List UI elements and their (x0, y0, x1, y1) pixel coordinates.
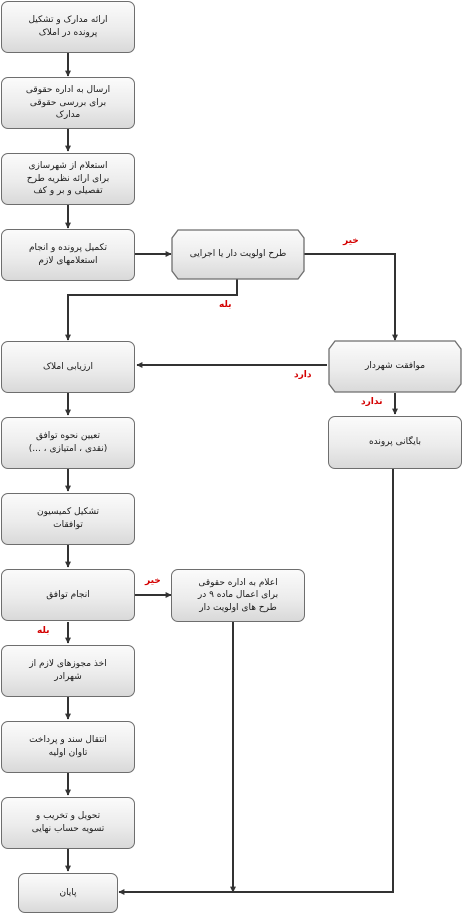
step-complete-file: تکمیل پرونده و انجام استعلامهای لازم (1, 229, 135, 281)
decision-priority-plan: طرح اولویت دار یا اجرایی (189, 249, 287, 260)
step-submit-documents: ارائه مدارک و تشکیل پرونده در املاک (1, 1, 135, 53)
arrow-d1-no-d2 (304, 253, 398, 341)
step-obtain-permits: اخذ مجوزهای لازم از شهرادر (1, 645, 135, 697)
label-s8-yes: بله (37, 626, 50, 636)
step-perform-agreement: انجام توافق (1, 569, 135, 621)
box-notify-legal-article-9: اعلام به اداره حقوقی برای اعمال ماده ۹ د… (171, 569, 305, 622)
arrow-archive-s12 (118, 469, 394, 895)
step-handover-settlement: تحویل و تخریب و تسویه حساب نهایی (1, 797, 135, 849)
step-agreement-commission: تشکیل کمیسیون توافقات (1, 493, 135, 545)
label-s8-no: خیر (145, 576, 161, 586)
decision-priority-plan-shape (171, 229, 305, 280)
decision-mayor-approval-shape (328, 340, 462, 393)
step-agreement-method: تعیین نحوه توافق (نقدی ، امتیازی ، ...) (1, 417, 135, 469)
step-inquiry-urban-planning: استعلام از شهرسازی برای ارائه نظریه طرح … (1, 153, 135, 205)
arrow-d1-yes-s5 (65, 279, 238, 341)
label-d1-yes: بله (219, 300, 232, 310)
step-property-valuation: ارزیابی املاک (1, 341, 135, 393)
label-d1-no: خیر (343, 236, 359, 246)
step-send-to-legal: ارسال به اداره حقوقی برای بررسی حقوقی مد… (1, 77, 135, 129)
step-end: پایان (18, 873, 118, 913)
label-d2-has: دارد (294, 370, 312, 380)
step-transfer-deed: انتقال سند و پرداخت تاوان اولیه (1, 721, 135, 773)
box-archive-file: بایگانی پرونده (328, 416, 462, 469)
decision-mayor-approval: موافقت شهردار (364, 361, 426, 372)
label-d2-hasnot: ندارد (361, 397, 383, 407)
